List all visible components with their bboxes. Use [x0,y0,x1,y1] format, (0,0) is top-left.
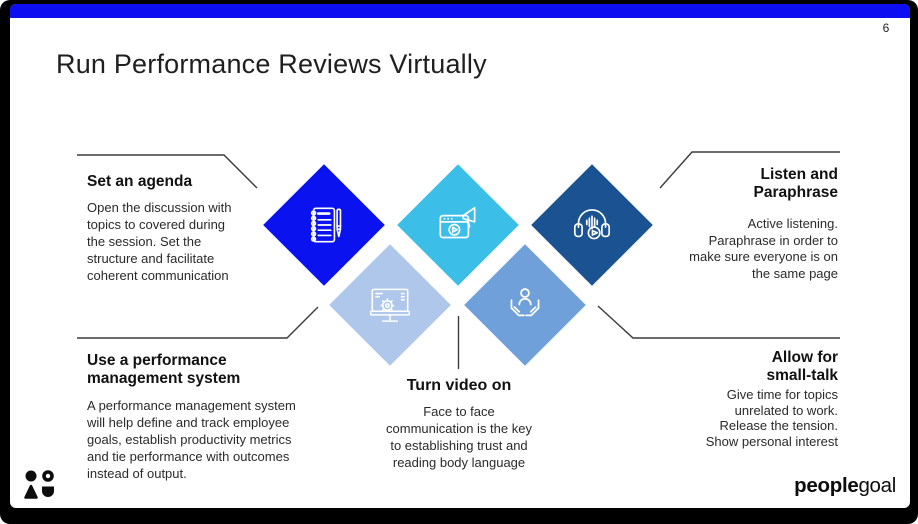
block-set-agenda: Set an agenda Open the discussion with t… [87,173,267,284]
page-number: 6 [882,21,890,35]
block-turn-video-body: Face to face communication is the key to… [386,404,532,470]
notebook-pen-icon [299,200,349,250]
block-small-talk: Allow for small-talk Give time for topic… [668,349,838,449]
peoplegoal-wordmark-light: goal [858,474,896,497]
headphones-play-icon [567,200,617,250]
browser-megaphone-play-icon [433,200,483,250]
block-small-talk-body: Give time for topics unrelated to work. … [705,387,838,449]
block-listen-paraphrase: Listen and Paraphrase Active listening. … [668,166,838,282]
slide-title: Run Performance Reviews Virtually [56,49,487,79]
block-set-agenda-body: Open the discussion with topics to cover… [87,200,232,283]
block-use-system: Use a performance management system A pe… [87,352,332,482]
block-use-system-body: A performance management system will hel… [87,398,296,481]
block-listen-paraphrase-title: Listen and Paraphrase [753,166,838,201]
peoplegoal-mark-icon [23,469,57,499]
top-accent-bar [10,4,910,18]
hands-holding-person-icon [500,280,550,330]
block-use-system-title: Use a performance management system [87,352,241,387]
block-turn-video-title: Turn video on [406,377,512,394]
block-listen-paraphrase-body: Active listening. Paraphrase in order to… [689,216,838,281]
block-small-talk-title: Allow for small-talk [766,349,838,384]
peoplegoal-wordmark: peoplegoal [770,474,896,498]
block-set-agenda-title: Set an agenda [87,173,193,190]
block-turn-video: Turn video on Face to face communication… [363,377,555,471]
peoplegoal-wordmark-bold: people [794,474,859,497]
monitor-gear-icon [365,280,415,330]
